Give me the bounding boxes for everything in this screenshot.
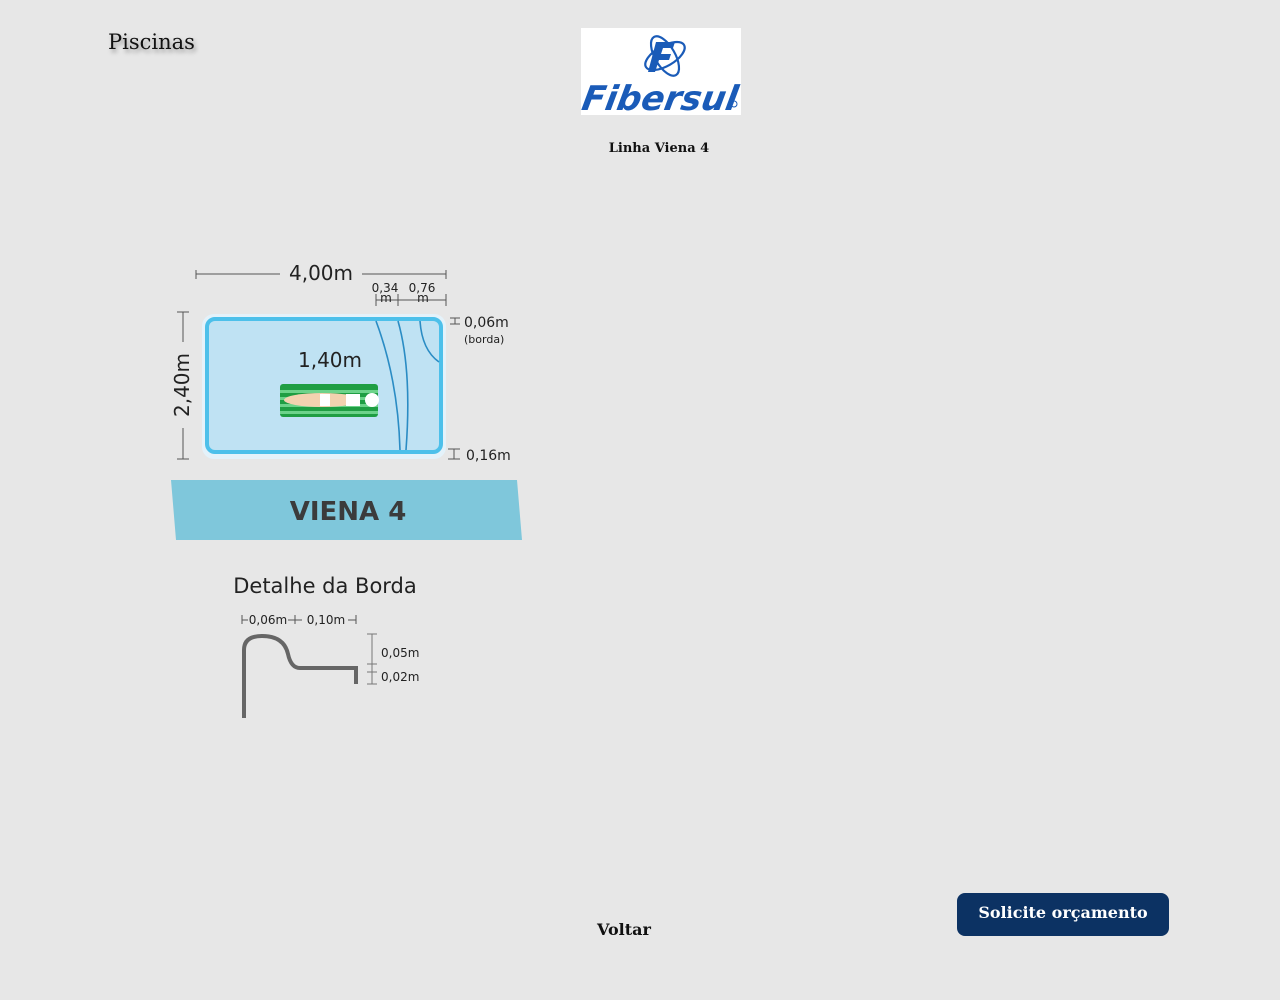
- bottom-margin-label: 0,16m: [466, 448, 511, 464]
- edge-detail-title: Detalhe da Borda: [233, 574, 417, 598]
- logo-wordmark: Fibersul: [581, 79, 741, 115]
- logo-emblem-icon: [644, 35, 686, 77]
- back-link[interactable]: Voltar: [597, 920, 651, 939]
- step-b-unit: m: [417, 291, 429, 305]
- edge-width-a: 0,06m: [249, 613, 287, 627]
- request-quote-button[interactable]: Solicite orçamento: [957, 893, 1169, 936]
- page-title: Piscinas: [108, 30, 195, 54]
- edge-detail-diagram: Detalhe da Borda 0,06m 0,10m 0,05m 0,02m: [220, 566, 460, 731]
- edge-note-label: (borda): [464, 333, 504, 346]
- pool-plan-diagram: 4,00m 0,34 m 0,76 m 2,40m 1,40m: [160, 250, 540, 555]
- width-label: 2,40m: [170, 353, 194, 417]
- fibersul-logo: Fibersul: [579, 28, 742, 119]
- step-b-label: 0,76: [409, 281, 436, 295]
- edge-height-b: 0,02m: [381, 670, 419, 684]
- edge-width-label: 0,06m: [464, 315, 509, 331]
- pool-float-icon: [280, 384, 379, 417]
- product-line-title: Linha Viena 4: [608, 141, 710, 156]
- model-banner: [171, 480, 522, 540]
- model-name: VIENA 4: [290, 497, 407, 527]
- step-a-label: 0,34: [372, 281, 399, 295]
- edge-width-b: 0,10m: [307, 613, 345, 627]
- step-a-unit: m: [380, 291, 392, 305]
- edge-height-a: 0,05m: [381, 646, 419, 660]
- depth-label: 1,40m: [298, 348, 362, 372]
- length-label: 4,00m: [289, 261, 353, 285]
